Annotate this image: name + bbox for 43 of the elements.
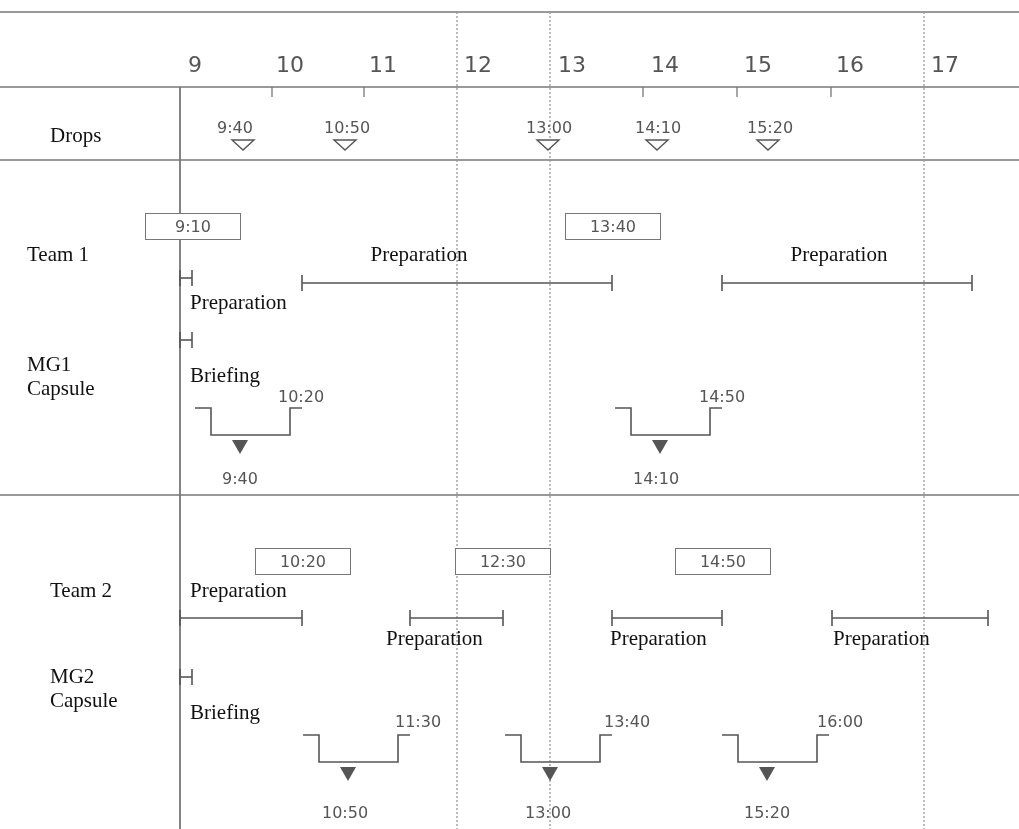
row-label: MG1 Capsule [27,352,96,401]
hour-label: 17 [931,52,959,78]
time-label: 13:00 [524,804,572,823]
time-label: 14:10 [634,119,682,138]
hour-label: 15 [744,52,772,78]
time-label: 13:40 [603,713,651,732]
time-label: 15:20 [746,119,794,138]
time-label: 9:40 [217,119,253,138]
time-label: 11:30 [394,713,442,732]
phase-label: Preparation [833,626,930,651]
phase-label: Preparation [386,626,483,651]
time-label: 14:10 [632,470,680,489]
time-label: 10:50 [323,119,371,138]
hour-label: 12 [464,52,492,78]
hour-label: 13 [558,52,586,78]
phase-label: Preparation [190,578,287,603]
hour-label: 16 [836,52,864,78]
time-box: 10:20 [255,548,351,575]
row-label: Team 2 [50,578,113,603]
time-box: 9:10 [145,213,241,240]
phase-label: Preparation [790,242,888,267]
phase-label: Preparation [190,290,287,315]
hour-label: 11 [369,52,397,78]
hour-label: 10 [276,52,304,78]
time-label: 15:20 [743,804,791,823]
time-box: 13:40 [565,213,661,240]
phase-label: Briefing [190,363,260,388]
time-label: 14:50 [698,388,746,407]
time-box: 14:50 [675,548,771,575]
row-label: MG2 Capsule [50,664,119,713]
time-label: 10:50 [321,804,369,823]
row-label: Drops [50,123,102,148]
row-label: Team 1 [27,242,90,267]
time-box: 12:30 [455,548,551,575]
phase-label: Briefing [190,700,260,725]
time-label: 10:20 [277,388,325,407]
time-label: 9:40 [222,470,258,489]
phase-label: Preparation [610,626,707,651]
time-label: 16:00 [816,713,864,732]
phase-label: Preparation [370,242,468,267]
hour-label: 14 [651,52,679,78]
hour-label: 9 [188,52,202,78]
time-label: 13:00 [525,119,573,138]
